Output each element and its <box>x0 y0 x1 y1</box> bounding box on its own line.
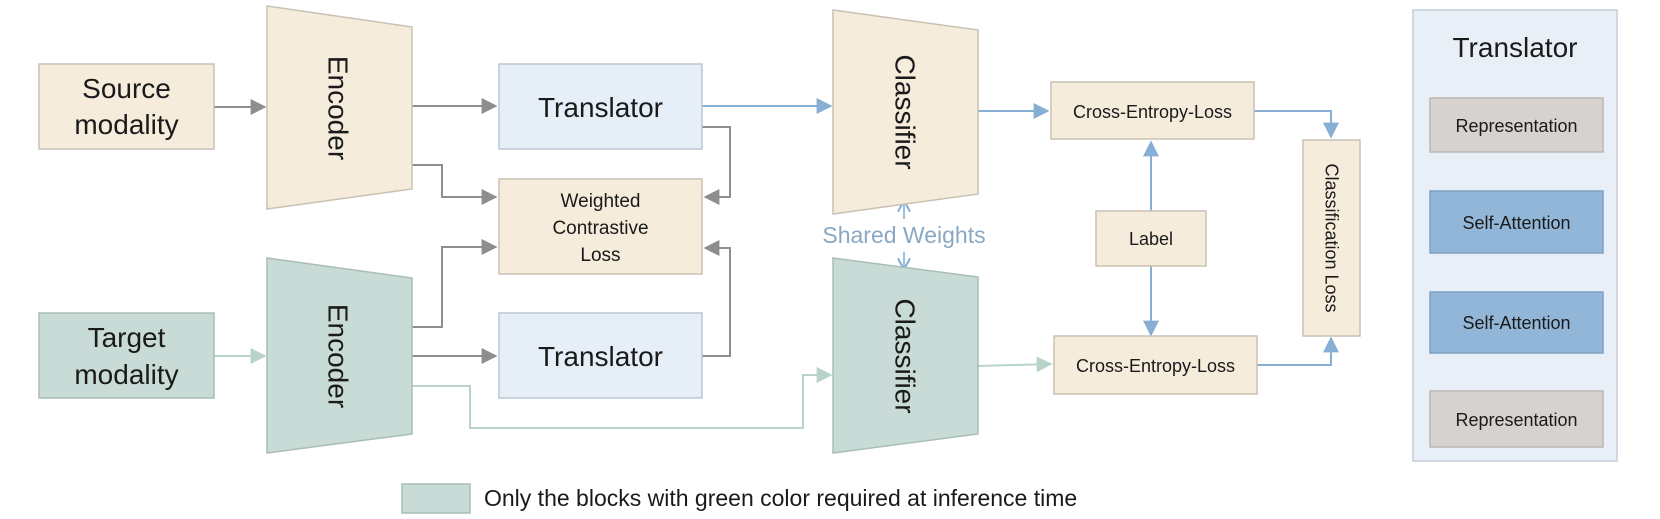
label-block-text: Label <box>1129 229 1173 249</box>
classifier-top-block: Classifier <box>832 9 979 215</box>
target-modality-label-2: modality <box>74 359 178 390</box>
translator-top-label: Translator <box>538 92 663 123</box>
arrow-encoder-to-weighted-loss <box>412 164 498 205</box>
arrow-translator-bottom-to-weighted-loss <box>702 240 731 357</box>
classification-loss-label: Classification Loss <box>1322 163 1342 312</box>
ce-loss-top-label: Cross-Entropy-Loss <box>1073 102 1232 122</box>
source-modality-label-2: modality <box>74 109 178 140</box>
classifier-bottom-block: Classifier <box>832 257 979 454</box>
shared-weights-label: Shared Weights <box>822 222 985 248</box>
detail-layer-1-label: Representation <box>1455 116 1577 136</box>
ce-loss-top-block: Cross-Entropy-Loss <box>1050 81 1255 140</box>
weighted-loss-label-3: Loss <box>580 245 620 266</box>
detail-layer-2-label: Self-Attention <box>1462 213 1570 233</box>
target-modality-block: Target modality <box>38 312 215 399</box>
translator-detail-panel: Translator Representation Self-Attention… <box>1412 9 1618 462</box>
encoder-top-block: Encoder <box>266 5 413 210</box>
detail-layer-3-label: Self-Attention <box>1462 313 1570 333</box>
legend-text: Only the blocks with green color require… <box>484 485 1077 511</box>
ce-loss-bottom-label: Cross-Entropy-Loss <box>1076 356 1235 376</box>
legend: Only the blocks with green color require… <box>401 483 1077 514</box>
encoder-top-label: Encoder <box>323 56 354 160</box>
target-modality-label-1: Target <box>88 322 166 353</box>
arrow-ce-loss-top-to-class-loss <box>1254 110 1339 139</box>
ce-loss-bottom-block: Cross-Entropy-Loss <box>1053 335 1258 395</box>
translator-bottom-label: Translator <box>538 341 663 372</box>
classifier-top-label: Classifier <box>890 54 921 169</box>
encoder-bottom-block: Encoder <box>266 257 413 454</box>
translator-bottom-block: Translator <box>498 312 703 399</box>
arrow-translator-top-to-weighted-loss <box>702 126 731 205</box>
arrow-encoder-bottom-to-classifier <box>412 367 833 429</box>
arrow-ce-loss-bottom-to-class-loss <box>1257 336 1339 366</box>
source-modality-block: Source modality <box>38 63 215 150</box>
weighted-loss-label-1: Weighted <box>561 191 641 212</box>
source-modality-label-1: Source <box>82 73 171 104</box>
detail-layer-self-attention-1 <box>1429 190 1604 254</box>
arrow-classifier-bottom-to-ce-loss <box>977 356 1053 373</box>
classification-loss-block: Classification Loss <box>1302 139 1361 337</box>
detail-layer-self-attention-2 <box>1429 291 1604 354</box>
weighted-contrastive-loss-block: Weighted Contrastive Loss <box>498 178 703 275</box>
detail-layer-4-label: Representation <box>1455 410 1577 430</box>
classifier-bottom-label: Classifier <box>890 298 921 413</box>
legend-green-swatch <box>401 483 471 514</box>
translator-top-block: Translator <box>498 63 703 150</box>
encoder-bottom-label: Encoder <box>323 304 354 408</box>
detail-layer-representation-top <box>1429 97 1604 153</box>
weighted-loss-label-2: Contrastive <box>552 218 648 239</box>
translator-detail-title: Translator <box>1452 32 1577 63</box>
arrow-encoder-bottom-to-weighted-loss <box>412 239 498 328</box>
label-block: Label <box>1095 210 1207 267</box>
detail-layer-representation-bottom <box>1429 390 1604 448</box>
